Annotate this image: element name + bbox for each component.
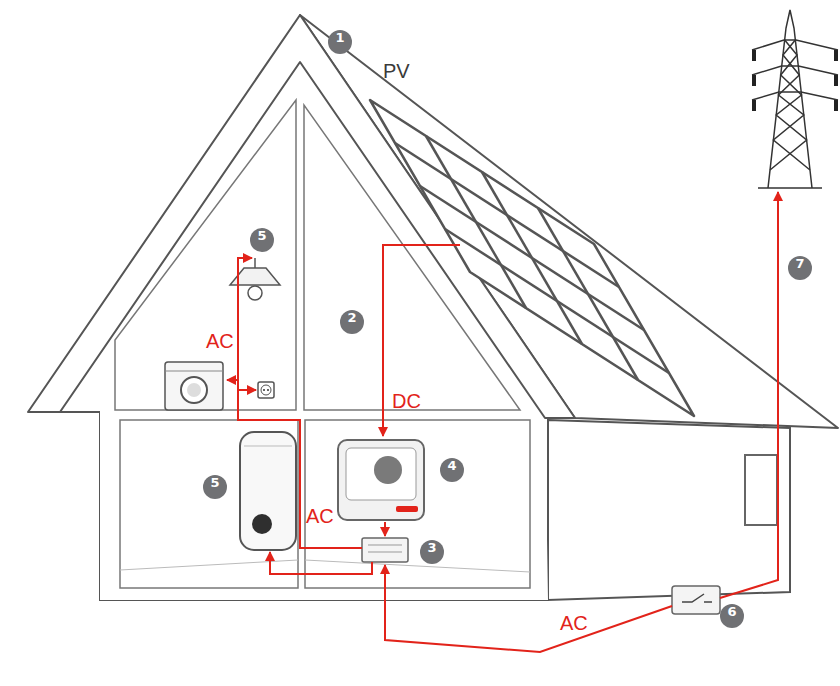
pv-grid-line bbox=[445, 229, 669, 373]
inverter-led bbox=[396, 506, 418, 512]
eave-line bbox=[28, 411, 100, 413]
window bbox=[745, 455, 777, 525]
meter-box-body bbox=[672, 586, 720, 614]
socket-plate bbox=[258, 382, 274, 398]
roof-surface bbox=[300, 15, 838, 428]
ac-wire bbox=[385, 565, 672, 652]
pylon-legs bbox=[768, 10, 812, 188]
grid-meter-box bbox=[672, 586, 720, 614]
inverter-panel bbox=[346, 448, 416, 500]
insulator bbox=[752, 50, 756, 61]
power-pylon bbox=[752, 10, 838, 188]
pylon-arm bbox=[752, 66, 838, 75]
side-wall bbox=[548, 420, 790, 600]
inverter bbox=[338, 440, 424, 520]
socket-ring bbox=[261, 385, 271, 395]
lamp-cord bbox=[254, 258, 256, 268]
signal-label: AC bbox=[560, 612, 588, 634]
boiler-body bbox=[240, 432, 296, 550]
insulators bbox=[752, 50, 838, 111]
signal-label: AC bbox=[206, 330, 234, 352]
callout-number: 4 bbox=[440, 458, 464, 482]
washer-door bbox=[181, 377, 207, 403]
callout-number: 5 bbox=[203, 475, 227, 499]
callout-number: 2 bbox=[340, 310, 364, 334]
ac-wire bbox=[238, 258, 362, 548]
socket-pin bbox=[263, 389, 265, 391]
ground-room-right bbox=[305, 420, 530, 588]
socket bbox=[258, 382, 274, 398]
distribution-board bbox=[362, 538, 408, 562]
wiring bbox=[227, 192, 778, 652]
insulator bbox=[834, 75, 838, 86]
pv-frame bbox=[370, 100, 694, 416]
washer-drum bbox=[187, 383, 201, 397]
pv-grid-line bbox=[395, 143, 619, 287]
floor-line bbox=[120, 560, 298, 570]
callout-number: 3 bbox=[420, 540, 444, 564]
boiler-band bbox=[244, 446, 292, 447]
boiler bbox=[240, 432, 296, 550]
pv-array bbox=[370, 100, 694, 416]
switch-symbol bbox=[682, 594, 712, 602]
ac-wire bbox=[238, 389, 256, 391]
washer-panel bbox=[165, 371, 223, 372]
signal-label: DC bbox=[392, 390, 421, 412]
attic-room-left bbox=[115, 100, 296, 410]
socket-pin bbox=[267, 389, 269, 391]
lamp-bulb bbox=[248, 286, 262, 300]
part-label: PV bbox=[383, 60, 410, 82]
pylon-brace bbox=[770, 40, 807, 170]
pv-grid-line bbox=[420, 186, 644, 330]
insulator bbox=[752, 100, 756, 111]
pylon-arm bbox=[752, 40, 838, 50]
pylon-base bbox=[758, 187, 822, 189]
front-wall bbox=[100, 412, 548, 600]
inverter-display bbox=[374, 456, 402, 484]
insulator bbox=[752, 75, 756, 86]
pylon-arm bbox=[752, 92, 838, 100]
inverter-body bbox=[338, 440, 424, 520]
board-detail bbox=[368, 545, 402, 546]
callout-number: 7 bbox=[788, 256, 812, 280]
ac-wire bbox=[384, 522, 386, 536]
grid-wire bbox=[720, 192, 778, 598]
dc-wire bbox=[383, 245, 460, 436]
ac-wire bbox=[270, 552, 372, 574]
insulator bbox=[834, 100, 838, 111]
front-face bbox=[60, 62, 548, 600]
boiler-element bbox=[252, 514, 272, 534]
callout-number: 6 bbox=[720, 604, 744, 628]
ac-wire bbox=[227, 379, 238, 381]
board-body bbox=[362, 538, 408, 562]
signal-label: AC bbox=[306, 505, 334, 527]
floor-line bbox=[305, 560, 530, 572]
pylon-brace bbox=[773, 40, 810, 170]
board-detail bbox=[368, 552, 402, 553]
insulator bbox=[834, 50, 838, 61]
callout-number: 1 bbox=[328, 30, 352, 54]
ground-room-left bbox=[120, 420, 298, 588]
washer-body bbox=[165, 362, 223, 410]
washing-machine bbox=[165, 362, 223, 410]
callout-number: 5 bbox=[250, 228, 274, 252]
